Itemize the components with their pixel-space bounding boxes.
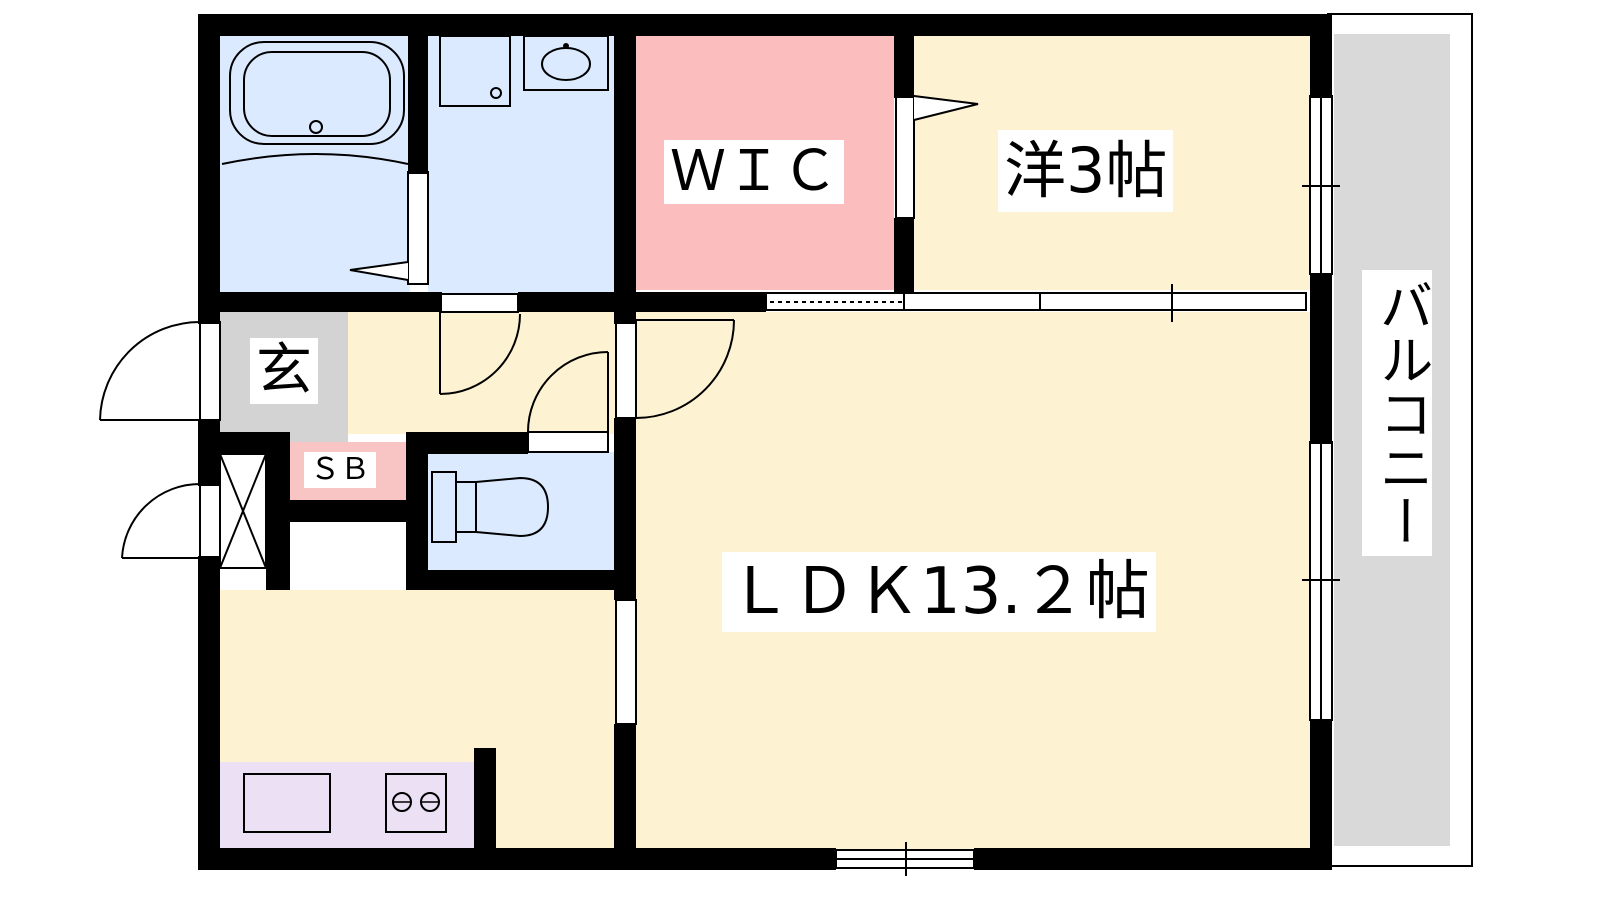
wall-toilet-top — [406, 432, 528, 454]
wall-kitchen-ldk — [614, 724, 636, 870]
wall-right-mid — [1310, 274, 1332, 444]
wic-door-icon — [895, 95, 979, 219]
western-room-label: 洋3帖 — [998, 130, 1174, 212]
wall-h-upper-mid — [518, 292, 766, 312]
stove-icon — [385, 773, 447, 833]
wall-toilet-bottom — [406, 570, 636, 590]
wall-counter-end — [474, 748, 496, 852]
wall-h-upper-left — [198, 292, 442, 312]
hallway — [348, 312, 616, 434]
bathtub-icon — [221, 41, 409, 165]
sink-icon — [523, 35, 609, 91]
entrance-door-icon — [99, 321, 221, 421]
shoe-box-label: ＳＢ — [304, 452, 376, 488]
kitchen-sink-icon — [243, 773, 331, 833]
meter-box-icon — [219, 453, 267, 569]
window-ldk-icon — [1302, 441, 1340, 721]
kitchen-counter — [220, 762, 474, 850]
wall-right-low — [1310, 720, 1332, 870]
ldk-label: ＬＤＫ13.２帖 — [722, 552, 1156, 632]
wall-wic-western — [894, 14, 914, 98]
entrance-label: 玄 — [250, 338, 318, 404]
balcony-label: バルコニー — [1362, 270, 1433, 556]
toilet-door-icon — [527, 351, 609, 453]
sliding-door-icon — [765, 284, 1307, 322]
wall-hall-ldk — [614, 418, 636, 600]
wall-bath-wash — [408, 14, 428, 174]
wall-wash-wic — [614, 14, 636, 324]
meter-box-door-icon — [121, 482, 221, 559]
ldk-door-icon — [615, 319, 735, 419]
wall-top — [198, 14, 1332, 36]
window-bottom-icon — [835, 842, 975, 876]
toilet-room — [428, 452, 614, 570]
wall-left-upper — [198, 14, 220, 324]
wall-bottom-right — [974, 848, 1332, 870]
wall-toilet-left — [406, 432, 428, 590]
window-western-icon — [1302, 95, 1340, 275]
wall-right-top — [1310, 14, 1332, 98]
bathroom-door-icon — [349, 171, 429, 285]
wall-bottom-left — [198, 848, 836, 870]
bathroom — [220, 34, 410, 294]
partition-opening-icon — [615, 599, 637, 725]
wall-wic-western-low — [894, 218, 914, 294]
wall-sb-bottom — [266, 500, 428, 522]
wall-left-lower — [198, 556, 220, 870]
toilet-icon — [431, 471, 550, 543]
wic-label: ＷＩＣ — [664, 140, 844, 204]
washroom — [428, 34, 614, 294]
washroom-door-icon — [439, 293, 521, 395]
washer-pan-icon — [439, 35, 511, 107]
